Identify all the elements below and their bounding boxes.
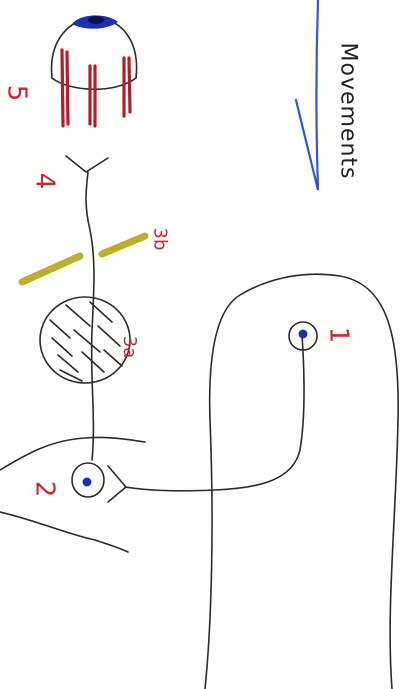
cell-2-body xyxy=(0,437,145,470)
label-4: 4 xyxy=(31,173,57,190)
cell-dot-icon xyxy=(299,330,308,339)
structure-3b-bar-left xyxy=(22,256,80,282)
structure-3a-hatching xyxy=(50,302,122,381)
synapse-4-icon xyxy=(66,156,108,172)
synapse-arrow-2 xyxy=(108,466,126,502)
label-3b: 3b xyxy=(150,228,168,251)
label-5: 5 xyxy=(3,85,29,102)
diagram-title: Movements xyxy=(336,43,361,163)
label-3a: 3a xyxy=(120,336,138,358)
structure-3b-bar-right xyxy=(102,236,145,254)
label-2: 2 xyxy=(31,481,57,498)
title-underline xyxy=(296,0,318,190)
cell-2-lower-edge xyxy=(0,512,128,552)
axon-2-to-4 xyxy=(86,172,94,460)
label-1: 1 xyxy=(325,327,351,344)
eye-icon xyxy=(52,15,137,126)
axon-1-to-2 xyxy=(125,335,304,491)
cell-dot-icon xyxy=(83,478,92,487)
